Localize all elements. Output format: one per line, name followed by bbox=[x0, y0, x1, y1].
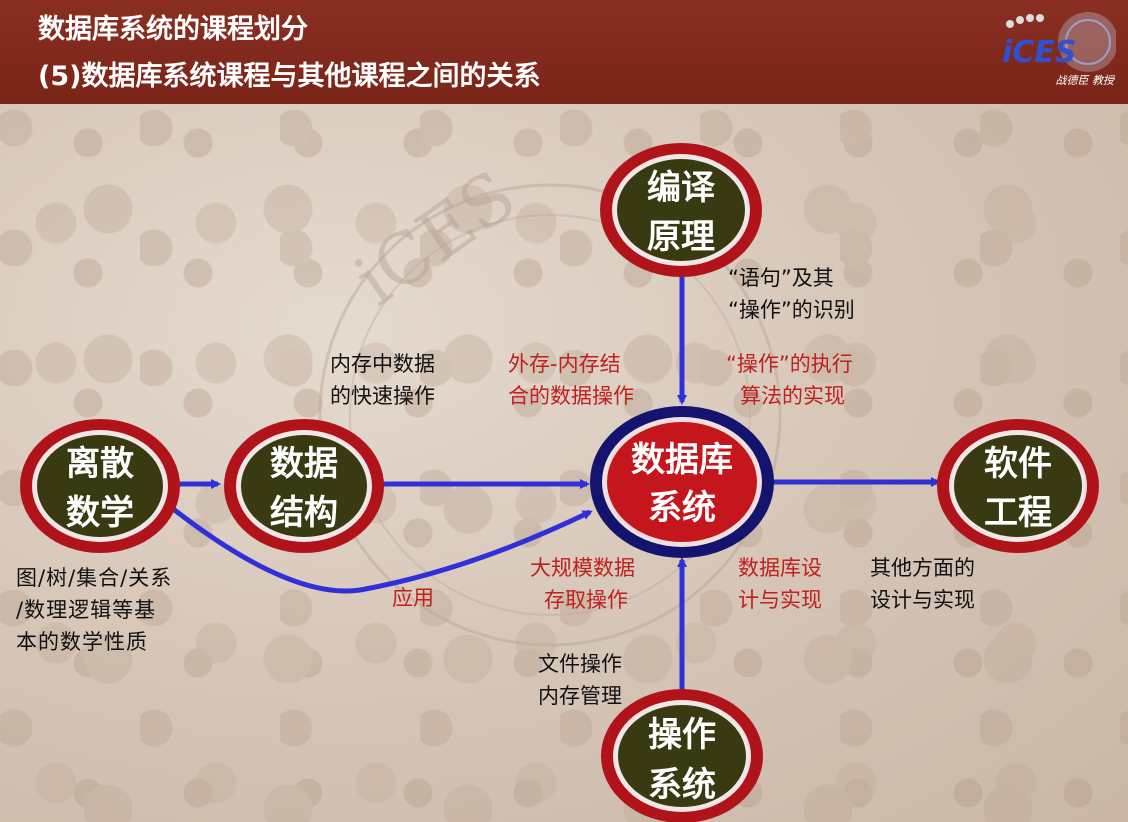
header-bar: 数据库系统的课程划分 (5)数据库系统课程与其他课程之间的关系 iCES 战德臣… bbox=[0, 0, 1128, 104]
arrow-discrete-to-db-curve bbox=[170, 506, 593, 594]
data-structure-note: 内存中数据 的快速操作 bbox=[330, 348, 435, 412]
node-ds-line2: 结构 bbox=[270, 493, 338, 533]
discrete-note-line1: 图/树/集合/关系 bbox=[16, 566, 173, 590]
other-note-line2: 设计与实现 bbox=[870, 588, 975, 612]
other-design-note: 其他方面的 设计与实现 bbox=[870, 552, 975, 616]
node-se-line2: 工程 bbox=[984, 493, 1052, 533]
other-note-line1: 其他方面的 bbox=[870, 556, 975, 580]
ds-note-line1: 内存中数据 bbox=[330, 352, 435, 376]
node-database-system: 数据库 系统 bbox=[590, 406, 774, 558]
design-note-line2: 计与实现 bbox=[738, 588, 822, 612]
node-db-line2: 系统 bbox=[648, 488, 716, 528]
os-note: 文件操作 内存管理 bbox=[538, 648, 622, 712]
logo-caption: 战德臣 教授 bbox=[1055, 74, 1115, 87]
discrete-note-line2: /数理逻辑等基 bbox=[16, 598, 157, 622]
ices-logo-icon: iCES bbox=[1002, 12, 1116, 72]
node-compiler-line1: 编译 bbox=[647, 168, 716, 208]
node-ds-line1: 数据 bbox=[270, 444, 338, 484]
node-os-line1: 操作 bbox=[648, 715, 716, 755]
discrete-math-note: 图/树/集合/关系 /数理逻辑等基 本的数学性质 bbox=[16, 562, 172, 658]
compiler-note-line1: “语句”及其 bbox=[728, 266, 834, 290]
page-subtitle: (5)数据库系统课程与其他课程之间的关系 bbox=[38, 61, 541, 92]
exec-note-line2: 算法的实现 bbox=[740, 384, 845, 408]
execution-note: “操作”的执行 算法的实现 bbox=[726, 348, 853, 412]
ext-mem-line1: 外存-内存结 bbox=[508, 352, 621, 376]
storage-note-line1: 大规模数据 bbox=[530, 556, 635, 580]
page-title: 数据库系统的课程划分 bbox=[38, 14, 308, 45]
node-compiler-line2: 原理 bbox=[647, 217, 715, 257]
compiler-note-line2: “操作”的识别 bbox=[728, 298, 855, 322]
node-software-engineering: 软件 工程 bbox=[937, 419, 1099, 553]
watermark-emblem: iCES bbox=[318, 154, 782, 647]
storage-note-line2: 存取操作 bbox=[544, 588, 628, 612]
node-discrete-line1: 离散 bbox=[66, 444, 134, 484]
exec-note-line1: “操作”的执行 bbox=[726, 352, 853, 376]
storage-note: 大规模数据 存取操作 bbox=[530, 552, 635, 616]
db-design-note: 数据库设 计与实现 bbox=[738, 552, 822, 616]
external-memory-note: 外存-内存结 合的数据操作 bbox=[508, 348, 634, 412]
node-db-line1: 数据库 bbox=[631, 440, 733, 480]
ext-mem-line2: 合的数据操作 bbox=[508, 384, 634, 408]
node-operating-system: 操作 系统 bbox=[601, 689, 763, 822]
background-texture bbox=[0, 104, 1128, 822]
ds-note-line2: 的快速操作 bbox=[330, 384, 435, 408]
node-discrete-line2: 数学 bbox=[66, 493, 134, 533]
logo-text: iCES bbox=[1002, 35, 1076, 70]
node-compiler: 编译 原理 bbox=[600, 143, 762, 277]
apply-note: 应用 bbox=[392, 586, 434, 610]
node-se-line1: 软件 bbox=[984, 444, 1052, 484]
design-note-line1: 数据库设 bbox=[738, 556, 822, 580]
node-discrete-math: 离散 数学 bbox=[20, 419, 180, 553]
os-note-line2: 内存管理 bbox=[538, 684, 622, 708]
node-os-line2: 系统 bbox=[648, 765, 716, 805]
compiler-note: “语句”及其 “操作”的识别 bbox=[728, 262, 855, 326]
os-note-line1: 文件操作 bbox=[538, 652, 622, 676]
node-data-structures: 数据 结构 bbox=[224, 419, 384, 553]
discrete-note-line3: 本的数学性质 bbox=[16, 630, 148, 654]
